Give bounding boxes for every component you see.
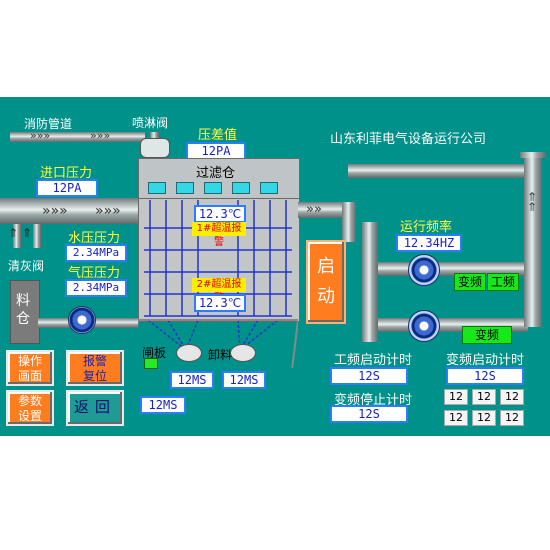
fan-riser-pipe (362, 222, 378, 342)
power-start-time-value: 12S (330, 367, 408, 385)
alarm-reset-button[interactable]: 报警复位 (66, 350, 124, 386)
params-button-label: 参数设置 (17, 394, 42, 423)
spray-valve-label: 喷淋阀 (132, 116, 169, 130)
mode-var-2-button[interactable]: 变频 (462, 326, 512, 344)
filter-bin-label: 过滤仓 (196, 166, 236, 181)
unload-label: 卸料 (208, 348, 233, 362)
diff-pressure-label: 压差值 (198, 128, 238, 143)
grid-cell: 12 (500, 410, 524, 426)
grid-cell: 12 (472, 410, 496, 426)
start-button-label: 启动 (317, 256, 335, 307)
grid-cell: 12 (444, 410, 468, 426)
fan-2-icon[interactable] (408, 310, 440, 342)
filter-window-1 (148, 182, 166, 194)
hopper-ellipse-1 (176, 344, 202, 362)
power-start-time-label: 工频启动计时 (334, 353, 413, 368)
start-feed-pipe (342, 202, 356, 242)
var-start-time-label: 变频启动计时 (446, 353, 525, 368)
ash-valve-label: 清灰阀 (8, 259, 45, 273)
air-pressure-label: 气压压力 (68, 266, 121, 281)
temp-2-value: 12.3℃ (194, 294, 246, 312)
chimney-cap (520, 152, 546, 158)
unload-time-2: 12MS (222, 371, 266, 389)
alarm-2-label: 2#超温报警 (192, 278, 246, 304)
fire-pipe (10, 132, 145, 142)
top-return-pipe (348, 164, 524, 178)
var-stop-time-label: 变频停止计时 (334, 393, 413, 408)
chimney (524, 157, 542, 327)
mode-power-button[interactable]: 工频 (487, 273, 519, 291)
material-bin-label: 料仓 (16, 293, 30, 327)
fire-pipe-label: 消防管道 (24, 117, 73, 131)
flap-label: 闸板 (142, 346, 167, 360)
bin-fan-icon[interactable] (68, 306, 96, 334)
fire-pipe-arrow-icon: »»» (30, 129, 51, 142)
outlet-arrow-icon: »» (306, 202, 322, 217)
water-pressure-value: 2.34MPa (65, 244, 127, 262)
flap-time: 12MS (140, 396, 186, 414)
inlet-arrow-icon-2: »»» (95, 203, 121, 219)
inlet-pressure-label: 进口压力 (40, 166, 93, 181)
back-button[interactable]: 返回 (66, 390, 124, 426)
ash-valve-pipe-2 (33, 224, 41, 248)
grid-cell: 12 (444, 389, 468, 405)
var-stop-time-value: 12S (330, 405, 408, 423)
ash-valve-pipe-1 (13, 224, 21, 248)
fan-1-icon[interactable] (408, 254, 440, 286)
alarm-reset-button-label: 报警复位 (82, 354, 107, 383)
params-button[interactable]: 参数设置 (6, 390, 54, 426)
flap-indicator[interactable] (144, 358, 158, 369)
ash-valve-arrow-icon[interactable]: ⇑ ⇑ (8, 226, 32, 240)
unload-time-1: 12MS (170, 371, 214, 389)
hopper-ellipse-2 (230, 344, 256, 362)
alarm-1-label: 1#超温报警 (192, 222, 246, 248)
start-button[interactable]: 启动 (306, 240, 346, 324)
run-freq-value: 12.34HZ (396, 234, 462, 252)
air-pressure-value: 2.34MPa (65, 279, 127, 297)
operate-button[interactable]: 操作画面 (6, 350, 54, 386)
var-start-time-value: 12S (446, 367, 524, 385)
company-title: 山东利菲电气设备运行公司 (330, 132, 487, 147)
outlet-pipe (298, 202, 348, 218)
run-freq-label: 运行频率 (400, 220, 453, 235)
filter-window-3 (204, 182, 222, 194)
temp-1-value: 12.3℃ (194, 205, 246, 223)
inlet-arrow-icon: »»» (42, 203, 68, 219)
grid-cell: 12 (500, 389, 524, 405)
spray-valve-icon[interactable] (140, 138, 170, 158)
inlet-pipe (0, 198, 140, 224)
filter-window-2 (176, 182, 194, 194)
material-bin (10, 280, 40, 344)
operate-button-label: 操作画面 (17, 354, 42, 383)
grid-cell: 12 (472, 389, 496, 405)
chimney-arrow-icon: ⇑⇑ (527, 190, 538, 214)
back-button-label: 返回 (73, 398, 116, 416)
inlet-pressure-value: 12PA (36, 179, 98, 197)
filter-window-5 (260, 182, 278, 194)
mode-var-button[interactable]: 变频 (454, 273, 486, 291)
water-pressure-label: 水压压力 (68, 231, 121, 246)
fire-pipe-arrow-icon-2: »»» (90, 129, 111, 142)
filter-window-4 (232, 182, 250, 194)
